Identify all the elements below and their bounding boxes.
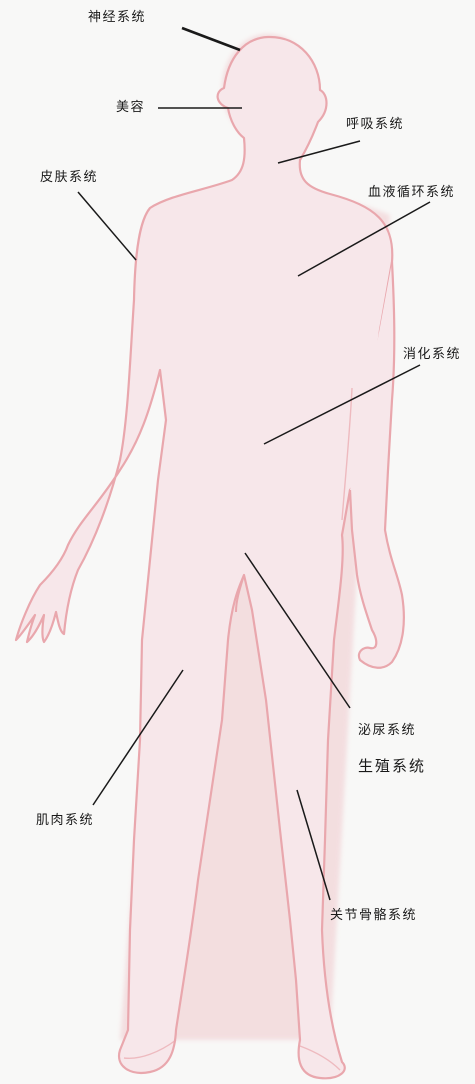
label-urinary-system: 泌尿系统 — [358, 723, 416, 739]
label-nervous-system: 神经系统 — [88, 10, 146, 26]
label-muscular-system: 肌肉系统 — [36, 813, 94, 829]
leader-line-nervous — [182, 28, 240, 50]
label-circulatory-system: 血液循环系统 — [368, 185, 455, 201]
label-reproductive-system: 生殖系统 — [358, 757, 426, 775]
label-skeletal-system: 关节骨骼系统 — [330, 908, 417, 924]
label-beauty: 美容 — [116, 100, 145, 116]
label-digestive-system: 消化系统 — [403, 347, 461, 363]
label-respiratory-system: 呼吸系统 — [346, 117, 404, 133]
label-skin-system: 皮肤系统 — [40, 170, 98, 186]
leader-line-skin — [78, 192, 136, 260]
